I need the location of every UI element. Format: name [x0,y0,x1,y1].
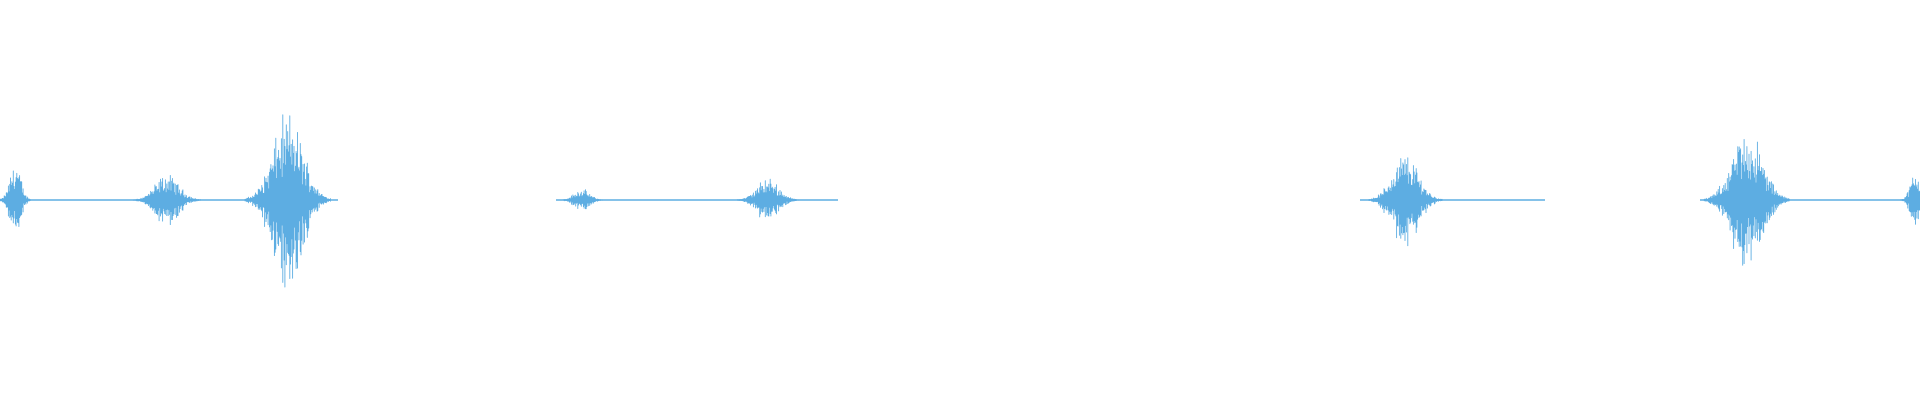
waveform-burst [736,178,799,218]
waveform-segment[interactable] [556,178,838,218]
waveform-burst [0,170,31,227]
waveform-segments [0,114,1920,288]
waveform-segment[interactable] [0,114,338,288]
waveform-segment[interactable] [1360,157,1545,247]
waveform-burst [559,189,604,210]
waveform-burst [1900,177,1920,225]
waveform-segment[interactable] [1700,139,1920,266]
waveform-burst [132,174,201,226]
waveform-burst [1368,157,1443,247]
waveform-burst [244,114,331,288]
waveform-burst [1703,139,1791,266]
